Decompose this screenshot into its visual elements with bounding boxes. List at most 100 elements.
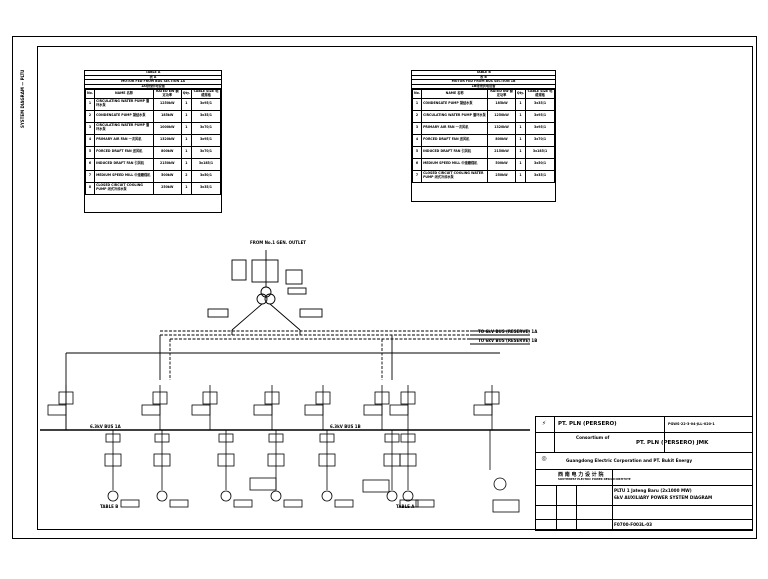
motor-tag xyxy=(169,499,189,508)
load-ct xyxy=(399,453,417,467)
load-breaker xyxy=(319,433,335,443)
table_a-cell: 8 xyxy=(84,181,96,195)
motor-label-a: TABLE A xyxy=(396,504,415,509)
load-ct xyxy=(267,453,285,467)
motor-symbol xyxy=(107,490,119,502)
bus-a-label: 6.3kV BUS 1A xyxy=(90,424,122,429)
motor-tag xyxy=(334,499,354,508)
feeder-relay-box xyxy=(389,404,409,416)
table_b-header: No. xyxy=(411,89,423,99)
table_b-cell: 7 xyxy=(411,169,423,183)
drawing-sheet xyxy=(12,36,757,539)
table_a-header: Qty. xyxy=(180,89,192,99)
load-breaker xyxy=(268,433,284,443)
feeder-relay-box xyxy=(141,404,161,416)
motor-symbol xyxy=(321,490,333,502)
feeder-breaker xyxy=(264,391,280,405)
table_b-cell: 1 xyxy=(514,169,527,183)
feeder-breaker xyxy=(202,391,218,405)
table-a-caption1: TABLE A xyxy=(85,70,221,76)
table_b-header: CABLE SIZE 电缆规格 xyxy=(525,89,555,99)
feeder-relay-box xyxy=(473,404,493,416)
tb-designer: PT. PLN (PERSERO) JMK xyxy=(636,440,709,446)
motor-symbol xyxy=(220,490,232,502)
tb-drawing-title: 6kV AUXILIARY POWER SYSTEM DIAGRAM xyxy=(614,495,713,500)
table_a-header: NAME 名称 xyxy=(94,89,154,99)
feeder-relay-box xyxy=(191,404,211,416)
aux-box xyxy=(362,479,390,493)
transformer-symbol xyxy=(493,477,507,491)
table_a-cell: 1 xyxy=(180,181,192,195)
table_a-cell: 250kW xyxy=(152,181,182,195)
table-b-caption2: 表 B xyxy=(412,75,555,81)
motor-label-b: TABLE B xyxy=(100,504,118,509)
load-ct xyxy=(104,453,122,467)
motor-symbol xyxy=(386,490,398,502)
motor-tag xyxy=(120,499,140,508)
tb-row-institute: 西 南 电 力 设 计 院 SOUTHWEST ELECTRIC POWER D… xyxy=(536,469,752,486)
table-a-caption2: 表 A xyxy=(85,75,221,81)
motor-tag xyxy=(415,499,435,508)
feeder-breaker xyxy=(315,391,331,405)
table-a-title: MOTOR FED FROM BUS SECTION 1A xyxy=(85,80,221,85)
tb-row-contractor: Consortium of PT. PLN (PERSERO) JMK xyxy=(536,432,752,453)
feeder-breaker xyxy=(374,391,390,405)
table-b-title: MOTOR FED FROM BUS SECTION 1B xyxy=(412,80,555,85)
tb-row-client: ⚡ PT. PLN (PERSERO) PGWS-22-3-04-JLL-020… xyxy=(536,417,752,433)
title-block: ⚡ PT. PLN (PERSERO) PGWS-22-3-04-JLL-020… xyxy=(535,416,753,531)
table-b-caption1: TABLE B xyxy=(412,70,555,76)
table_a-header: CABLE SIZE 电缆规格 xyxy=(190,89,222,99)
aux-box xyxy=(492,499,520,513)
tb-row-consortium: ◎ Guangdong Electric Corporation and PT.… xyxy=(536,452,752,470)
table_a-cell: CLOSED CIRCUIT COOLING PUMP 闭式冷却水泵 xyxy=(94,181,154,195)
tb-project-code: PGWS-22-3-04-JLL-020-1 xyxy=(668,422,715,426)
load-breaker xyxy=(218,433,234,443)
load-ct xyxy=(318,453,336,467)
tb-contractor2: Guangdong Electric Corporation and PT. B… xyxy=(566,458,693,463)
note-1: TO 6kV BUS (RESERVE) 1A xyxy=(478,329,538,334)
table_b-cell: PRIMARY AIR FAN 一次风机 xyxy=(421,121,489,135)
load-breaker xyxy=(400,433,416,443)
motor-symbol xyxy=(270,490,282,502)
load-ct xyxy=(153,453,171,467)
tb-contractor1: Consortium of xyxy=(576,435,610,440)
tb-row-project: PLTU 1 Jateng Baru (2x1000 MW) 6kV AUXIL… xyxy=(536,485,752,506)
tb-drawing-no: F0700-F003L-03 xyxy=(614,522,653,527)
tb-row-number: F0700-F003L-03 xyxy=(536,519,752,531)
table-b: TABLE B 表 B MOTOR FED FROM BUS SECTION 1… xyxy=(411,70,556,202)
feeder-breaker xyxy=(58,391,74,405)
note-2: TO 6kV BUS (RESERVE) 1B xyxy=(478,338,537,343)
feeder-breaker xyxy=(152,391,168,405)
table-a: TABLE A 表 A MOTOR FED FROM BUS SECTION 1… xyxy=(84,70,222,213)
tb-project-title: PLTU 1 Jateng Baru (2x1000 MW) xyxy=(614,488,692,493)
feeder-relay-box xyxy=(253,404,273,416)
feeder-relay-box xyxy=(304,404,324,416)
load-breaker xyxy=(105,433,121,443)
table_b-header: NAME 名称 xyxy=(421,89,489,99)
load-breaker xyxy=(154,433,170,443)
consortium-logo-icon: ◎ xyxy=(541,455,547,462)
tb-row-rev xyxy=(536,505,752,520)
table_b-cell: 3x35/1 xyxy=(525,169,555,183)
tb-institute-en: SOUTHWEST ELECTRIC POWER DESIGN INSTITUT… xyxy=(558,478,631,481)
table_a-cell: 3x95/1 xyxy=(190,97,222,111)
table-b-subtitle: 1B母线供电设备 xyxy=(412,84,555,90)
motor-tag xyxy=(283,499,303,508)
motor-tag xyxy=(233,499,253,508)
table_a-header: No. xyxy=(84,89,96,99)
pln-logo-icon: ⚡ xyxy=(541,420,547,427)
tb-institute: 西 南 电 力 设 计 院 xyxy=(558,472,604,478)
feeder-relay-box xyxy=(363,404,383,416)
motor-tag xyxy=(399,499,419,508)
transformer-label: FROM No.1 GEN. OUTLET xyxy=(250,240,306,245)
